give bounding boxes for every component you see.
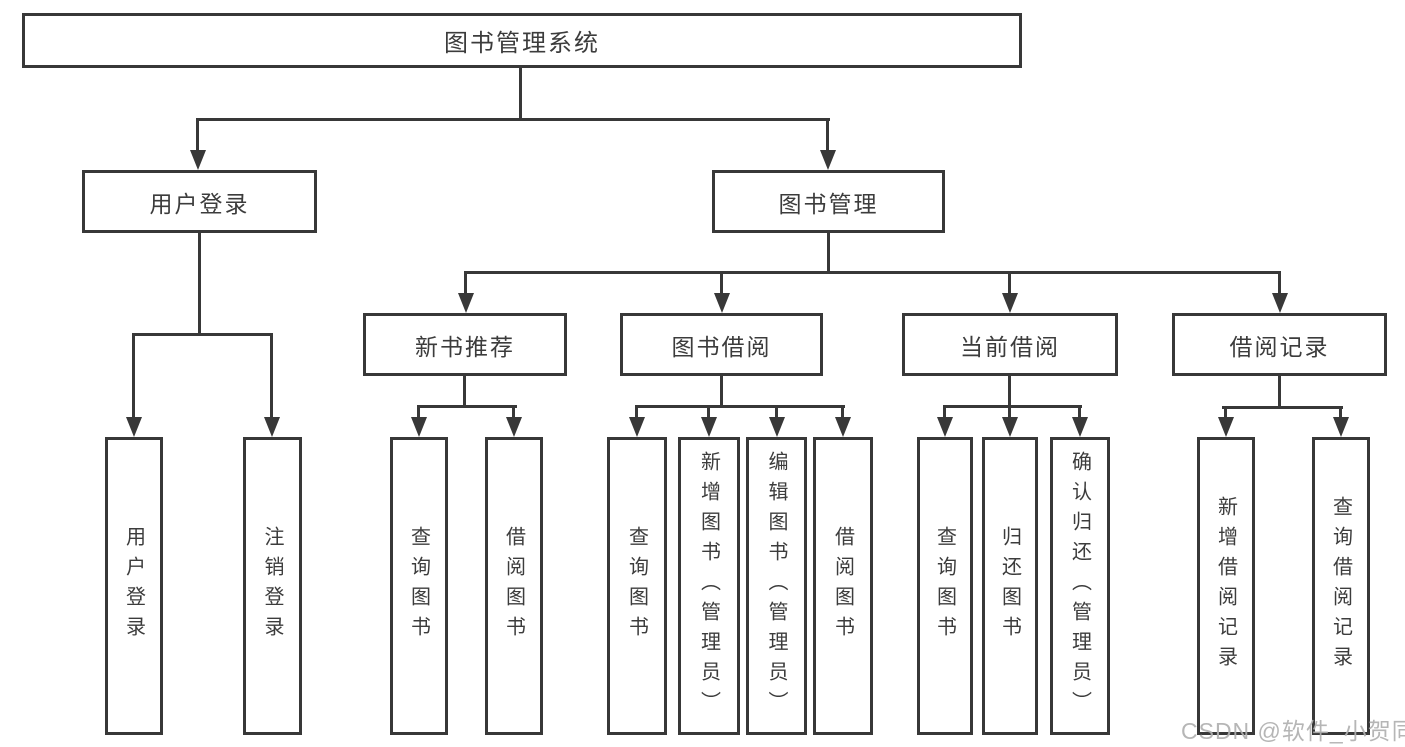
connector-line [464,271,1281,274]
arrowhead-icon [834,417,851,437]
node-label: 用户登录 [149,190,250,217]
node-label: 编辑图书（管理员） [765,451,787,721]
connector-line [827,232,830,273]
arrowhead-icon [263,417,280,437]
node-book-management-system: 图书管理系统 [22,13,1022,68]
arrowhead-icon [1001,293,1018,313]
node-label: 查询图书 [407,526,430,646]
leaf-user-login: 用户登录 [105,437,163,735]
arrowhead-icon [1071,417,1088,437]
watermark: CSDN @软件_小贺同学 [1181,718,1405,744]
connector-line [1008,375,1011,407]
arrowhead-icon [628,417,645,437]
connector-line [635,405,845,408]
node-label: 归还图书 [998,526,1021,646]
arrowhead-icon [1332,417,1349,437]
connector-line [1339,406,1342,417]
node-label: 用户登录 [122,526,145,646]
node-book-management: 图书管理 [712,170,945,233]
leaf-query-books-borrow: 查询图书 [607,437,667,735]
node-label: 借阅图书 [831,526,854,646]
node-book-borrow: 图书借阅 [620,313,823,376]
connector-line [943,405,946,417]
connector-line [417,405,517,408]
node-label: 新增借阅记录 [1214,496,1237,676]
leaf-add-borrow-record: 新增借阅记录 [1197,437,1255,735]
node-label: 查询图书 [625,526,648,646]
connector-line [512,405,515,417]
connector-line [720,375,723,407]
arrowhead-icon [189,150,206,170]
arrowhead-icon [700,417,717,437]
leaf-add-books-admin: 新增图书（管理员） [678,437,740,735]
leaf-borrow-books-recommend: 借阅图书 [485,437,543,735]
arrowhead-icon [819,150,836,170]
connector-line [1224,406,1227,417]
connector-line [464,271,467,293]
connector-line [1008,271,1011,293]
arrowhead-icon [125,417,142,437]
connector-line [417,405,420,417]
connector-line [720,271,723,293]
arrowhead-icon [505,417,522,437]
connector-line [1278,271,1281,293]
leaf-confirm-return-admin: 确认归还（管理员） [1050,437,1110,735]
node-label: 图书借阅 [671,333,772,360]
connector-line [132,333,273,336]
arrowhead-icon [1001,417,1018,437]
node-user-login: 用户登录 [82,170,317,233]
node-current-borrow: 当前借阅 [902,313,1118,376]
connector-line [943,405,1082,408]
connector-line [270,333,273,417]
connector-line [1078,405,1081,417]
leaf-query-books-current: 查询图书 [917,437,973,735]
leaf-edit-books-admin: 编辑图书（管理员） [746,437,807,735]
connector-line [519,68,522,120]
arrowhead-icon [410,417,427,437]
leaf-query-books-recommend: 查询图书 [390,437,448,735]
connector-line [196,118,830,121]
connector-line [841,405,844,417]
node-label: 确认归还（管理员） [1068,451,1091,721]
leaf-return-books: 归还图书 [982,437,1038,735]
node-label: 当前借阅 [960,333,1060,360]
node-borrow-records: 借阅记录 [1172,313,1387,376]
node-label: 新增图书（管理员） [697,451,720,721]
node-label: 新书推荐 [415,333,515,360]
arrowhead-icon [1217,417,1234,437]
arrowhead-icon [457,293,474,313]
connector-line [463,375,466,407]
arrowhead-icon [768,417,785,437]
node-label: 借阅图书 [502,526,525,646]
connector-line [1222,406,1343,409]
connector-line [132,333,135,417]
connector-line [826,118,829,152]
connector-line [1278,375,1281,408]
connector-line [196,118,199,152]
leaf-query-borrow-record: 查询借阅记录 [1312,437,1370,735]
connector-line [707,405,710,417]
node-label: 图书管理 [778,190,879,217]
node-label: 借阅记录 [1229,333,1330,360]
arrowhead-icon [713,293,730,313]
leaf-borrow-books-borrow: 借阅图书 [813,437,873,735]
arrowhead-icon [936,417,953,437]
node-label: 查询图书 [933,526,956,646]
node-new-book-recommend: 新书推荐 [363,313,567,376]
connector-line [198,232,201,335]
connector-line [775,405,778,417]
arrowhead-icon [1271,293,1288,313]
leaf-logout: 注销登录 [243,437,302,735]
node-label: 注销登录 [261,526,283,646]
node-label: 查询借阅记录 [1329,496,1352,676]
connector-line [635,405,638,417]
connector-line [1008,405,1011,417]
node-label: 图书管理系统 [444,30,600,57]
